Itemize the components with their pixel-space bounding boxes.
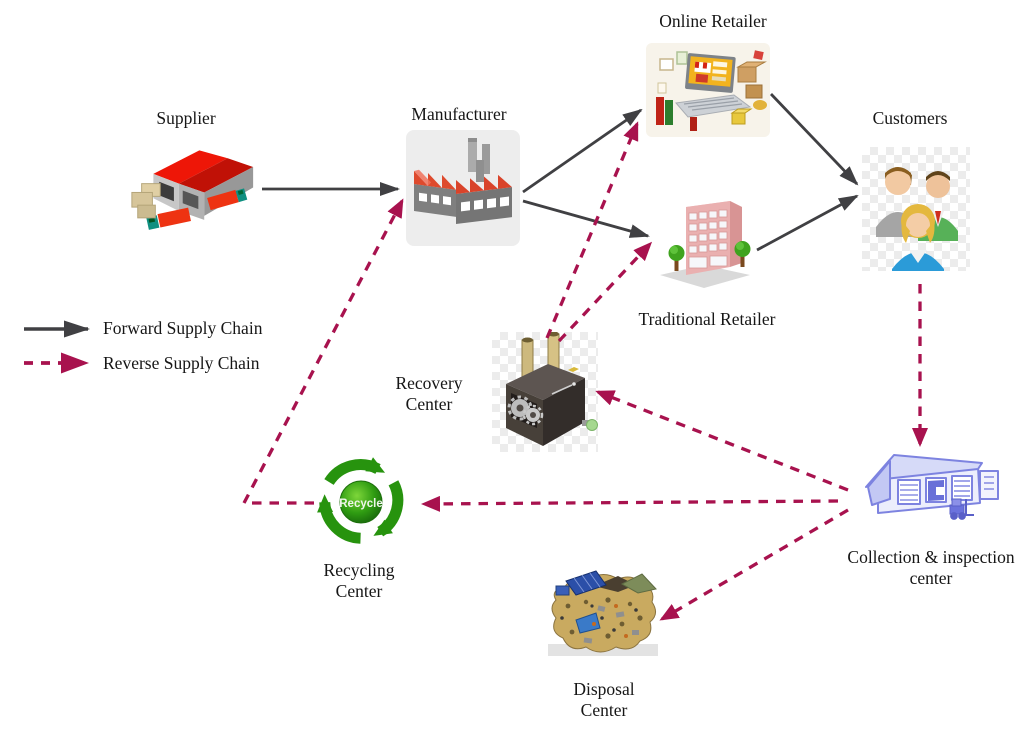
edge-traditional-retailer-to-customers bbox=[756, 194, 859, 252]
legend-forward-row: Forward Supply Chain bbox=[22, 318, 262, 339]
disposal-center-label: Disposal Center bbox=[573, 679, 635, 720]
supplier-warehouse-icon bbox=[126, 138, 258, 242]
collection-center-label: Collection & inspection center bbox=[847, 547, 1015, 588]
edge-online-retailer-to-customers bbox=[769, 93, 859, 186]
retail-building-icon bbox=[652, 191, 756, 293]
recovery-machine-icon bbox=[492, 332, 598, 452]
legend: Forward Supply Chain Reverse Supply Chai… bbox=[22, 318, 262, 374]
edge-recovery-to-traditional-retailer bbox=[557, 241, 653, 343]
forward-arrow-icon bbox=[24, 320, 90, 337]
people-group-icon bbox=[862, 147, 970, 271]
recycle-badge-text: Recycle bbox=[339, 498, 382, 510]
online-retailer-label: Online Retailer bbox=[659, 11, 767, 31]
supplier-label: Supplier bbox=[156, 108, 216, 128]
laptop-ecommerce-icon bbox=[646, 43, 770, 137]
legend-reverse-row: Reverse Supply Chain bbox=[22, 352, 262, 374]
collection-warehouse-icon bbox=[860, 447, 1004, 529]
legend-reverse-label: Reverse Supply Chain bbox=[103, 352, 260, 373]
manufacturer-label: Manufacturer bbox=[411, 104, 507, 124]
edge-collection-to-disposal-center bbox=[659, 508, 849, 621]
edge-collection-to-recovery-center bbox=[595, 390, 849, 492]
edge-collection-to-recycling-center bbox=[421, 495, 839, 512]
edge-manufacturer-to-traditional-retailer bbox=[522, 199, 650, 238]
recycle-symbol-icon: Recycle bbox=[304, 450, 418, 554]
traditional-retailer-label: Traditional Retailer bbox=[638, 309, 776, 329]
recycling-center-label: Recycling Center bbox=[323, 560, 395, 601]
recovery-center-label: Recovery Center bbox=[395, 373, 463, 414]
edge-manufacturer-to-online-retailer bbox=[522, 108, 643, 194]
factory-icon bbox=[406, 130, 520, 246]
legend-forward-label: Forward Supply Chain bbox=[103, 318, 263, 338]
reverse-arrow-icon bbox=[24, 352, 89, 374]
edge-recovery-to-online-retailer bbox=[545, 121, 639, 339]
landfill-icon bbox=[542, 562, 664, 664]
customers-label: Customers bbox=[872, 108, 948, 128]
